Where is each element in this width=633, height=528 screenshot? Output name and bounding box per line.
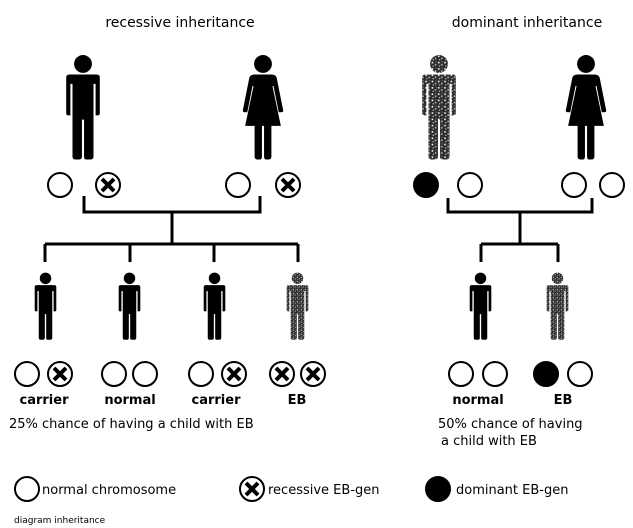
father-icon [66,55,100,160]
recessive-title: recessive inheritance [105,15,254,31]
mother-icon [565,55,607,160]
dominant-mother-chromosomes [561,172,625,198]
child-normal-icon [118,272,141,340]
child-label: normal [104,393,155,408]
normal-chromosome-icon [561,172,587,198]
diagram-caption: diagram inheritance [14,516,106,526]
legend-normal-icon [14,476,40,502]
dominant-chance-text-line2: a child with EB [441,434,537,449]
child-normal-chromosomes [448,361,508,387]
recessive-father-chromosomes [47,172,121,198]
child-normal-chromosomes [101,361,158,387]
legend-normal-label: normal chromosome [42,483,176,498]
legend-recessive-icon [239,476,265,502]
legend-dominant-icon [425,476,451,502]
normal-chromosome-icon [457,172,483,198]
child-eb-chromosomes [533,361,593,387]
mother-icon [242,55,284,160]
normal-chromosome-icon [47,172,73,198]
child-normal-icon [469,272,492,340]
child-label: carrier [20,393,70,408]
child-carrier-icon [203,272,226,340]
child-carrier-chromosomes [14,361,73,387]
dominant-father-chromosomes [413,172,483,198]
recessive-gene-icon [275,172,301,198]
recessive-mother-chromosomes [225,172,301,198]
child-eb-icon [546,272,569,340]
recessive-chance-text: 25% chance of having a child with EB [9,417,254,432]
dominant-title: dominant inheritance [452,15,602,31]
dominant-gene-icon [413,172,439,198]
child-eb-chromosomes [269,361,326,387]
normal-chromosome-icon [225,172,251,198]
child-eb-icon [286,272,309,340]
dominant-pedigree-lines [446,198,594,262]
father-eb-icon [422,55,456,160]
child-carrier-chromosomes [188,361,247,387]
legend-dominant-label: dominant EB-gen [456,483,568,498]
legend: normal chromosome recessive EB-gen domin… [14,476,568,502]
child-label: EB [288,393,307,408]
legend-recessive-label: recessive EB-gen [268,483,380,498]
child-label: carrier [192,393,242,408]
normal-chromosome-icon [599,172,625,198]
recessive-pedigree-lines [43,196,300,262]
recessive-gene-icon [95,172,121,198]
child-label: normal [452,393,503,408]
dominant-chance-text-line1: 50% chance of having [438,417,583,432]
child-label: EB [554,393,573,408]
child-carrier-icon [34,272,57,340]
